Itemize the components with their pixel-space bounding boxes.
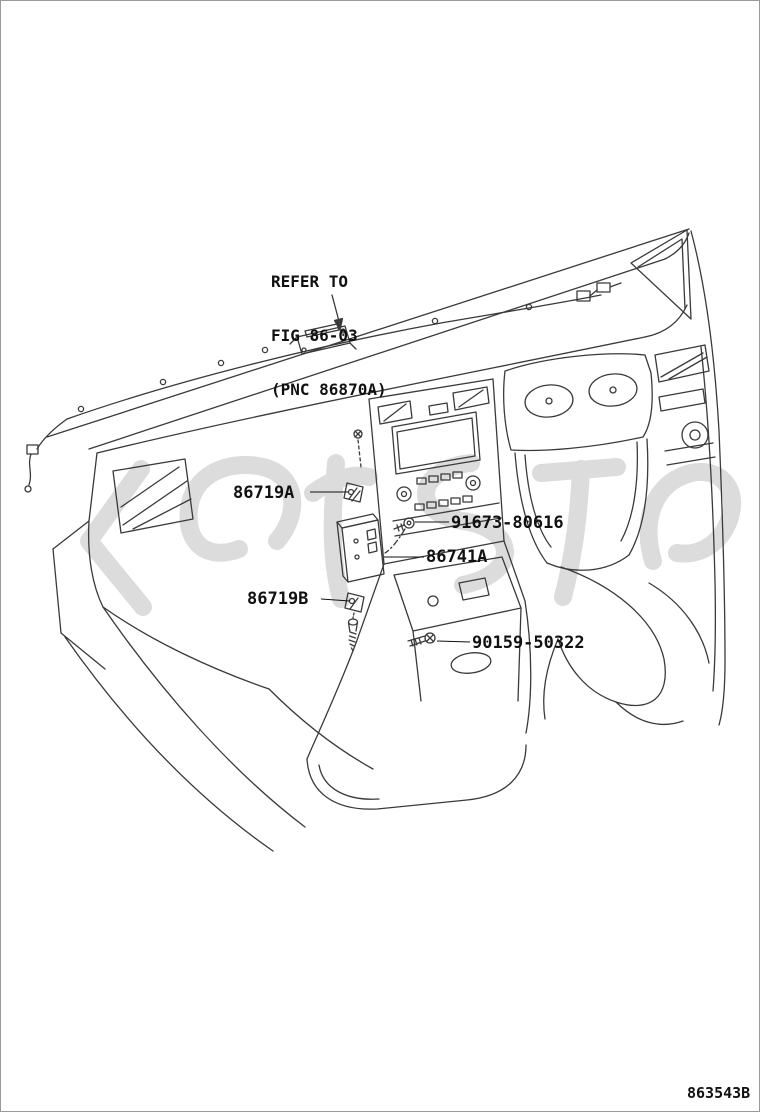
- screw-91673-drawing: [384, 517, 415, 554]
- right-pillar-and-door: [630, 229, 726, 726]
- left-dash-and-vent: [52, 452, 306, 852]
- screw-below-clip-b: [347, 618, 359, 652]
- refer-to-note-line2: FIG 86-03: [271, 326, 358, 345]
- part-label-86741a: 86741A: [426, 547, 488, 567]
- refer-to-note-line1: REFER TO: [271, 272, 349, 291]
- refer-to-note-line3: (PNC 86870A): [271, 380, 387, 399]
- part-label-86719a: 86719A: [233, 483, 295, 503]
- center-console-drawing: [268, 540, 532, 810]
- leader-lines: [310, 491, 471, 643]
- screw-above-clip-a: [353, 429, 363, 468]
- part-label-90159-50322: 90159-50322: [472, 633, 585, 653]
- part-label-86719b: 86719B: [247, 589, 309, 609]
- antenna-amplifier-drawing: [336, 513, 385, 583]
- antenna-cord-clip-b: [344, 592, 365, 619]
- vehicle-dashboard-drawing: [24, 228, 726, 852]
- bolt-90159-drawing: [407, 632, 436, 647]
- diagram-code: 863543B: [687, 1084, 751, 1102]
- refer-to-component-drawing: [289, 294, 357, 355]
- part-label-91673-80616: 91673-80616: [451, 513, 564, 533]
- antenna-cord-clip-a: [343, 482, 364, 503]
- refer-to-note: REFER TO FIG 86-03 (PNC 86870A): [271, 237, 387, 435]
- antenna-wiring-harness: [24, 282, 622, 493]
- seat-lower-right: [543, 566, 710, 725]
- watermark-logo-icon: [80, 454, 742, 616]
- instrument-cluster-steering: [503, 353, 653, 571]
